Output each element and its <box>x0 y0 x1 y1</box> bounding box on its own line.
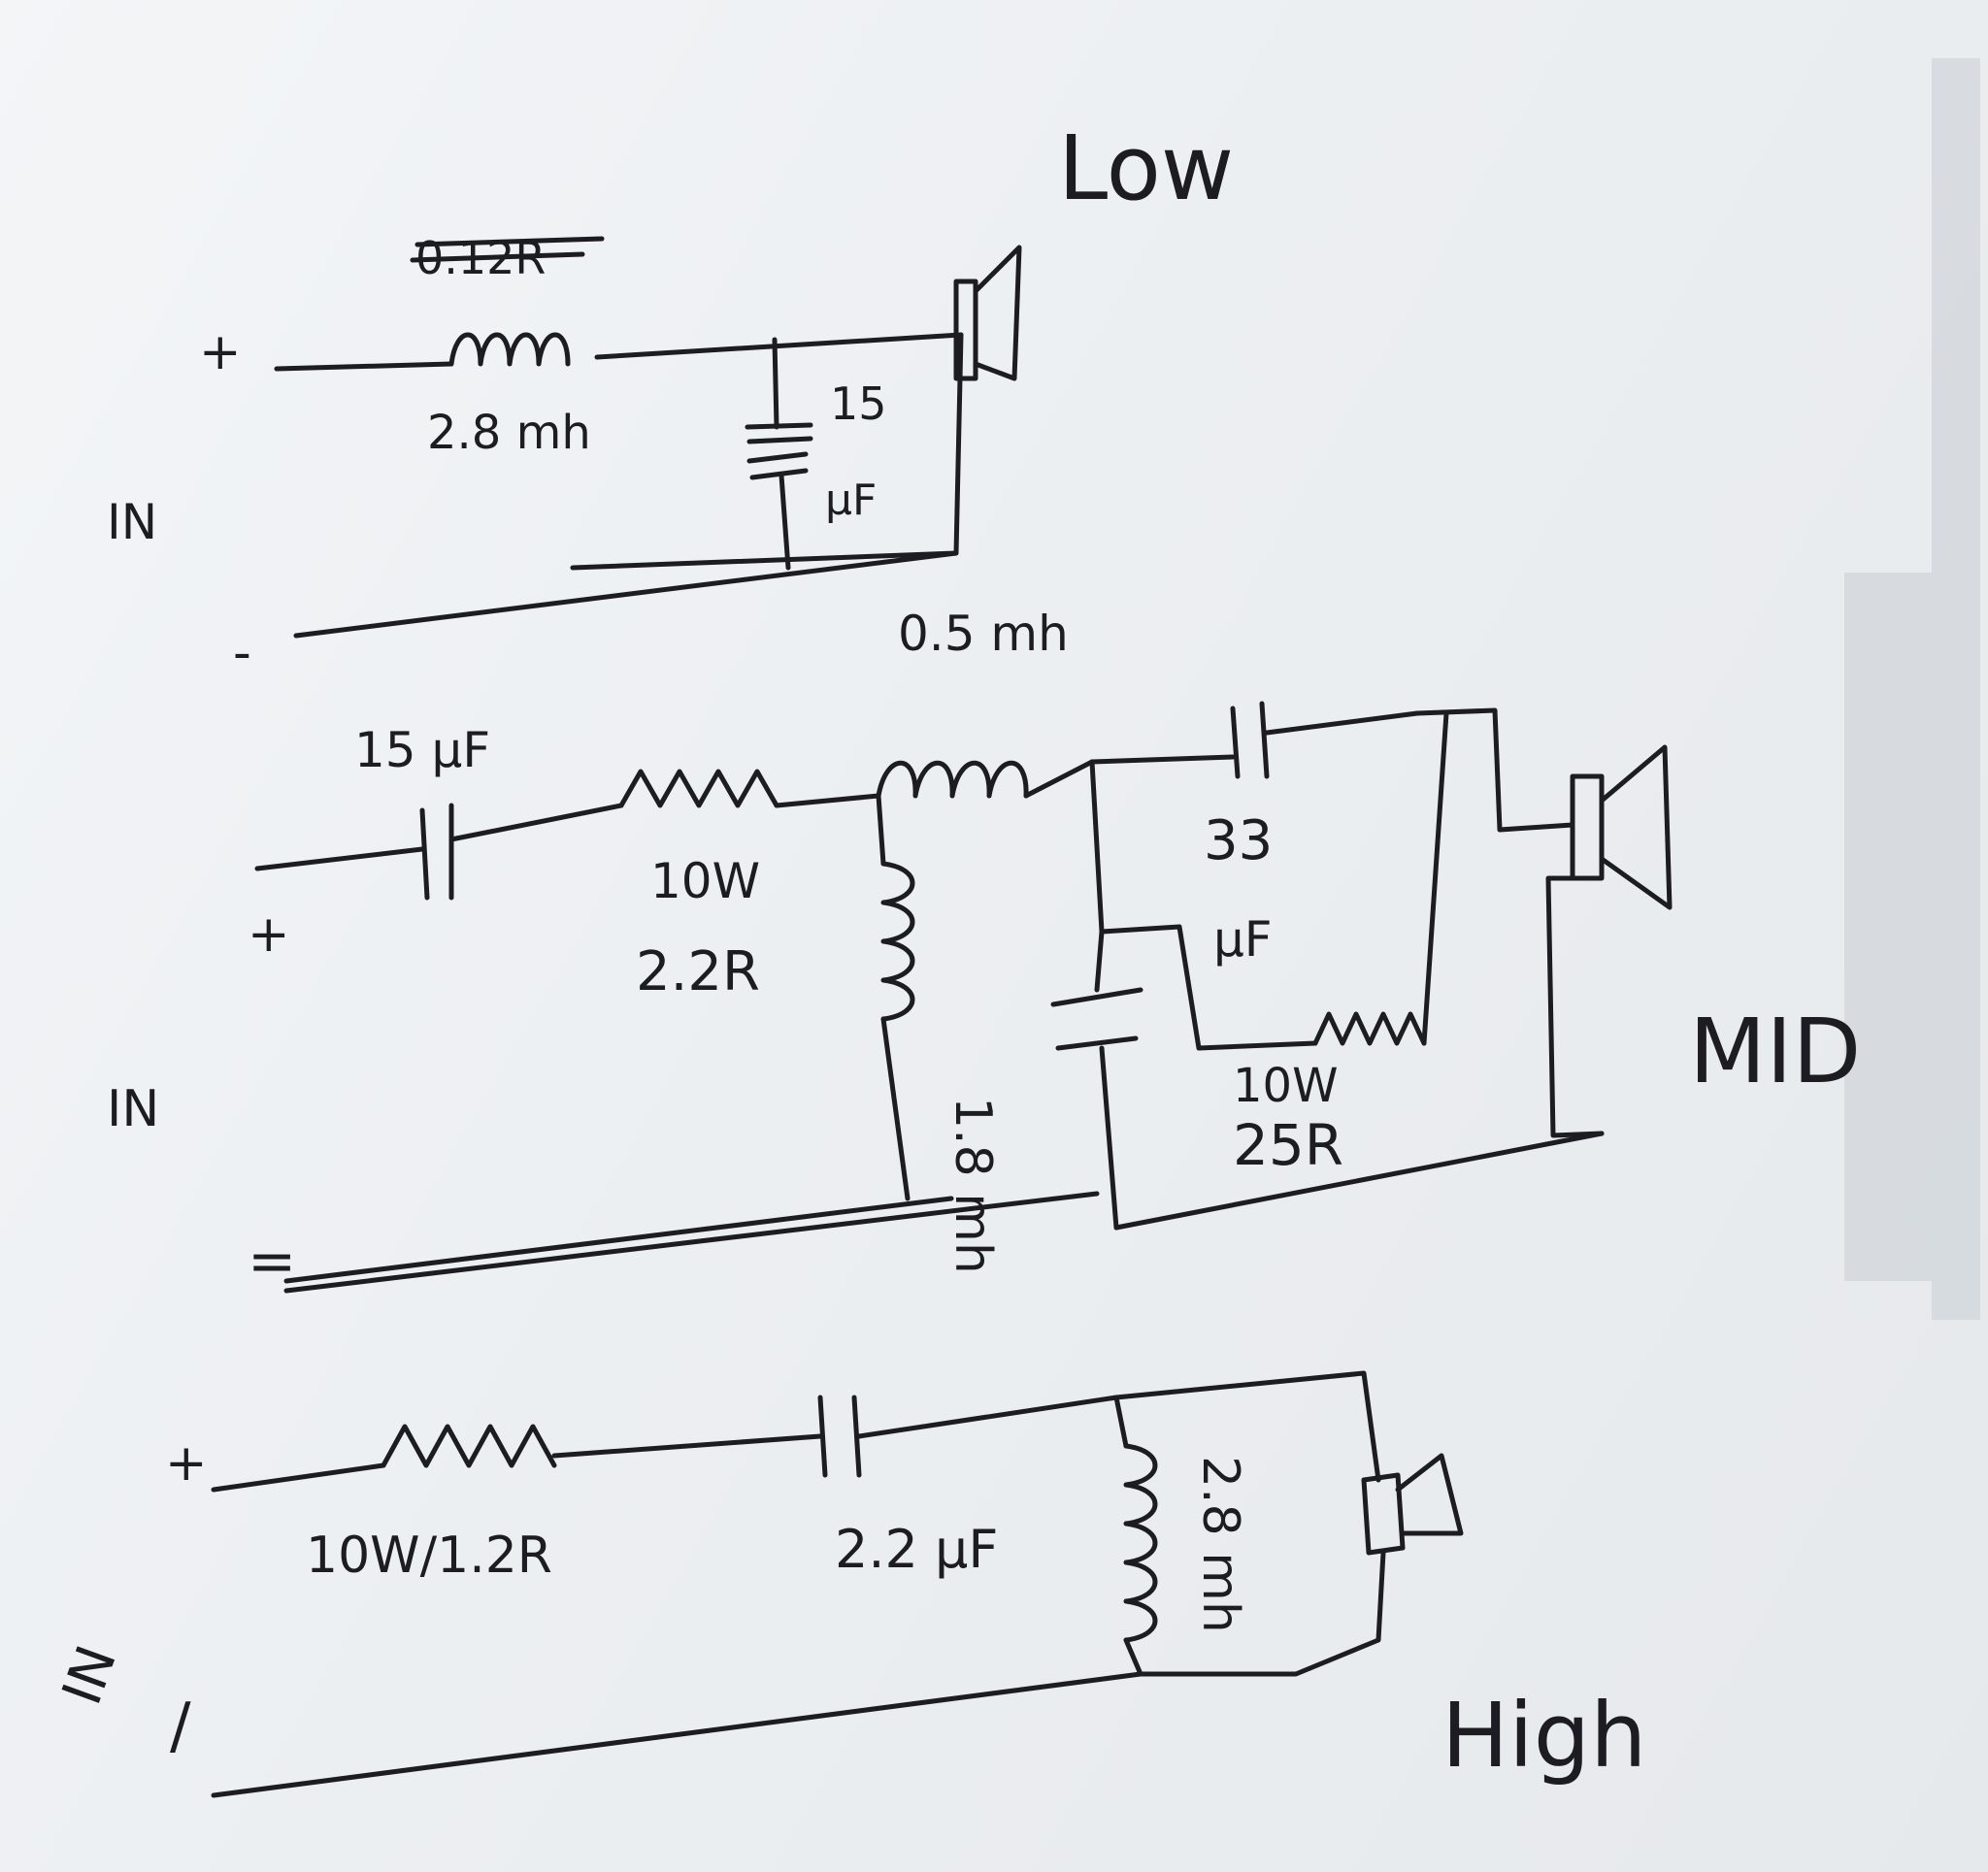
low-bottom-rail <box>570 332 964 571</box>
mid-wire-a <box>448 803 624 842</box>
high-inductor-label: 2.8 mh <box>1191 1456 1249 1633</box>
mid-r2-wire <box>1099 924 1318 1051</box>
high-plus-wire <box>211 1462 386 1493</box>
mid-left-rail-top <box>1089 759 1105 935</box>
mid-resistor-symbol <box>618 769 779 808</box>
low-section: Low 0.12R + 2.8 mh 15 µF IN - <box>107 116 1234 682</box>
low-minus-wire <box>293 550 959 639</box>
mid-left-rail-bottom <box>1099 1045 1119 1231</box>
strike-line <box>410 251 585 263</box>
high-cap-label: 2.2 µF <box>835 1519 998 1580</box>
high-shunt-lead-bottom <box>1123 1637 1143 1677</box>
low-inductor-symbol <box>448 332 571 367</box>
mid-shunt-lead-top <box>876 793 886 867</box>
high-top-rail <box>1113 1370 1381 1483</box>
high-cap-plates <box>817 1395 862 1478</box>
mid-bottom-rail <box>1113 1131 1605 1231</box>
mid-33-cap-plates <box>1230 701 1270 779</box>
low-plus-wire <box>274 361 454 372</box>
mid-shunt-lead-bottom <box>880 1016 911 1201</box>
low-cap-value: 15 <box>830 378 887 430</box>
mid-resistor2-power: 10W <box>1233 1059 1339 1113</box>
mid-resistor2-value: 25R <box>1233 1112 1343 1178</box>
low-cap-plate-top <box>745 422 813 444</box>
high-input-label: IN <box>50 1638 129 1713</box>
low-cap-lead-top <box>772 337 779 430</box>
mid-33-value: 33 <box>1204 809 1273 872</box>
mid-section: MID 15 µF 0.5 mh + 10W 2.2R 1.8 mh 33 µF <box>107 606 1861 1296</box>
low-speaker-icon <box>953 245 1022 381</box>
low-input-label: IN <box>107 494 157 550</box>
mid-minus: = <box>248 1228 296 1296</box>
high-minus: / <box>170 1691 191 1762</box>
high-minus-wire <box>211 1671 1143 1798</box>
strike-line-2 <box>414 236 605 247</box>
mid-input-label: IN <box>107 1080 159 1138</box>
high-section: High + 10W/1.2R 2.2 µF 2.8 mh IN / <box>50 1370 1646 1798</box>
mid-wire-e <box>1264 710 1420 736</box>
mid-series-cap-label: 15 µF <box>354 722 490 778</box>
high-resistor-label: 10W/1.2R <box>306 1527 552 1585</box>
mid-series-cap-plates <box>419 803 454 901</box>
mid-shunt-cap-lead <box>1094 929 1105 993</box>
high-resistor-symbol <box>381 1424 557 1468</box>
low-title: Low <box>1058 116 1234 220</box>
low-minus: - <box>233 624 251 682</box>
mid-resistor-value: 2.2R <box>636 940 760 1003</box>
high-title: High <box>1441 1684 1646 1788</box>
high-shunt-inductor-symbol <box>1123 1443 1158 1643</box>
mid-speaker-return <box>1545 875 1605 1138</box>
mid-r2-return <box>1421 710 1449 1046</box>
mid-series-inductor-label: 0.5 mh <box>898 606 1069 662</box>
high-wire-b <box>856 1395 1119 1439</box>
low-inductor-label: 2.8 mh <box>427 406 591 460</box>
mid-wire-b <box>774 793 881 808</box>
mid-plus: + <box>248 905 290 964</box>
mid-wire-d <box>1089 754 1236 765</box>
mid-speaker-feed <box>1414 707 1575 833</box>
high-shunt-lead-top <box>1113 1395 1129 1449</box>
high-plus: + <box>165 1434 208 1493</box>
mid-minus-wire <box>283 1191 1100 1294</box>
low-plus: + <box>199 323 242 381</box>
high-wire-a <box>551 1433 823 1459</box>
high-speaker-icon <box>1361 1453 1464 1556</box>
low-cap-plate-bottom <box>746 451 809 480</box>
low-cap-lead-bottom <box>779 473 791 571</box>
mid-plus-wire <box>254 846 425 871</box>
mid-shunt-inductor-symbol <box>880 861 915 1022</box>
mid-title: MID <box>1689 1000 1861 1103</box>
mid-shunt-inductor-label: 1.8 mh <box>944 1097 1002 1274</box>
low-cap-unit: µF <box>825 476 877 525</box>
mid-series-inductor-symbol <box>876 760 1029 799</box>
mid-resistor2-symbol <box>1312 1011 1427 1046</box>
mid-speaker-icon <box>1570 744 1673 910</box>
low-top-rail <box>594 332 964 360</box>
paper-bleed-through <box>1844 58 1980 1320</box>
mid-wire-c <box>1023 759 1095 799</box>
mid-33-unit: µF <box>1213 911 1273 968</box>
high-return-rail <box>1138 1550 1386 1677</box>
mid-resistor-power: 10W <box>650 853 760 909</box>
mid-shunt-cap-plates <box>1050 987 1143 1051</box>
